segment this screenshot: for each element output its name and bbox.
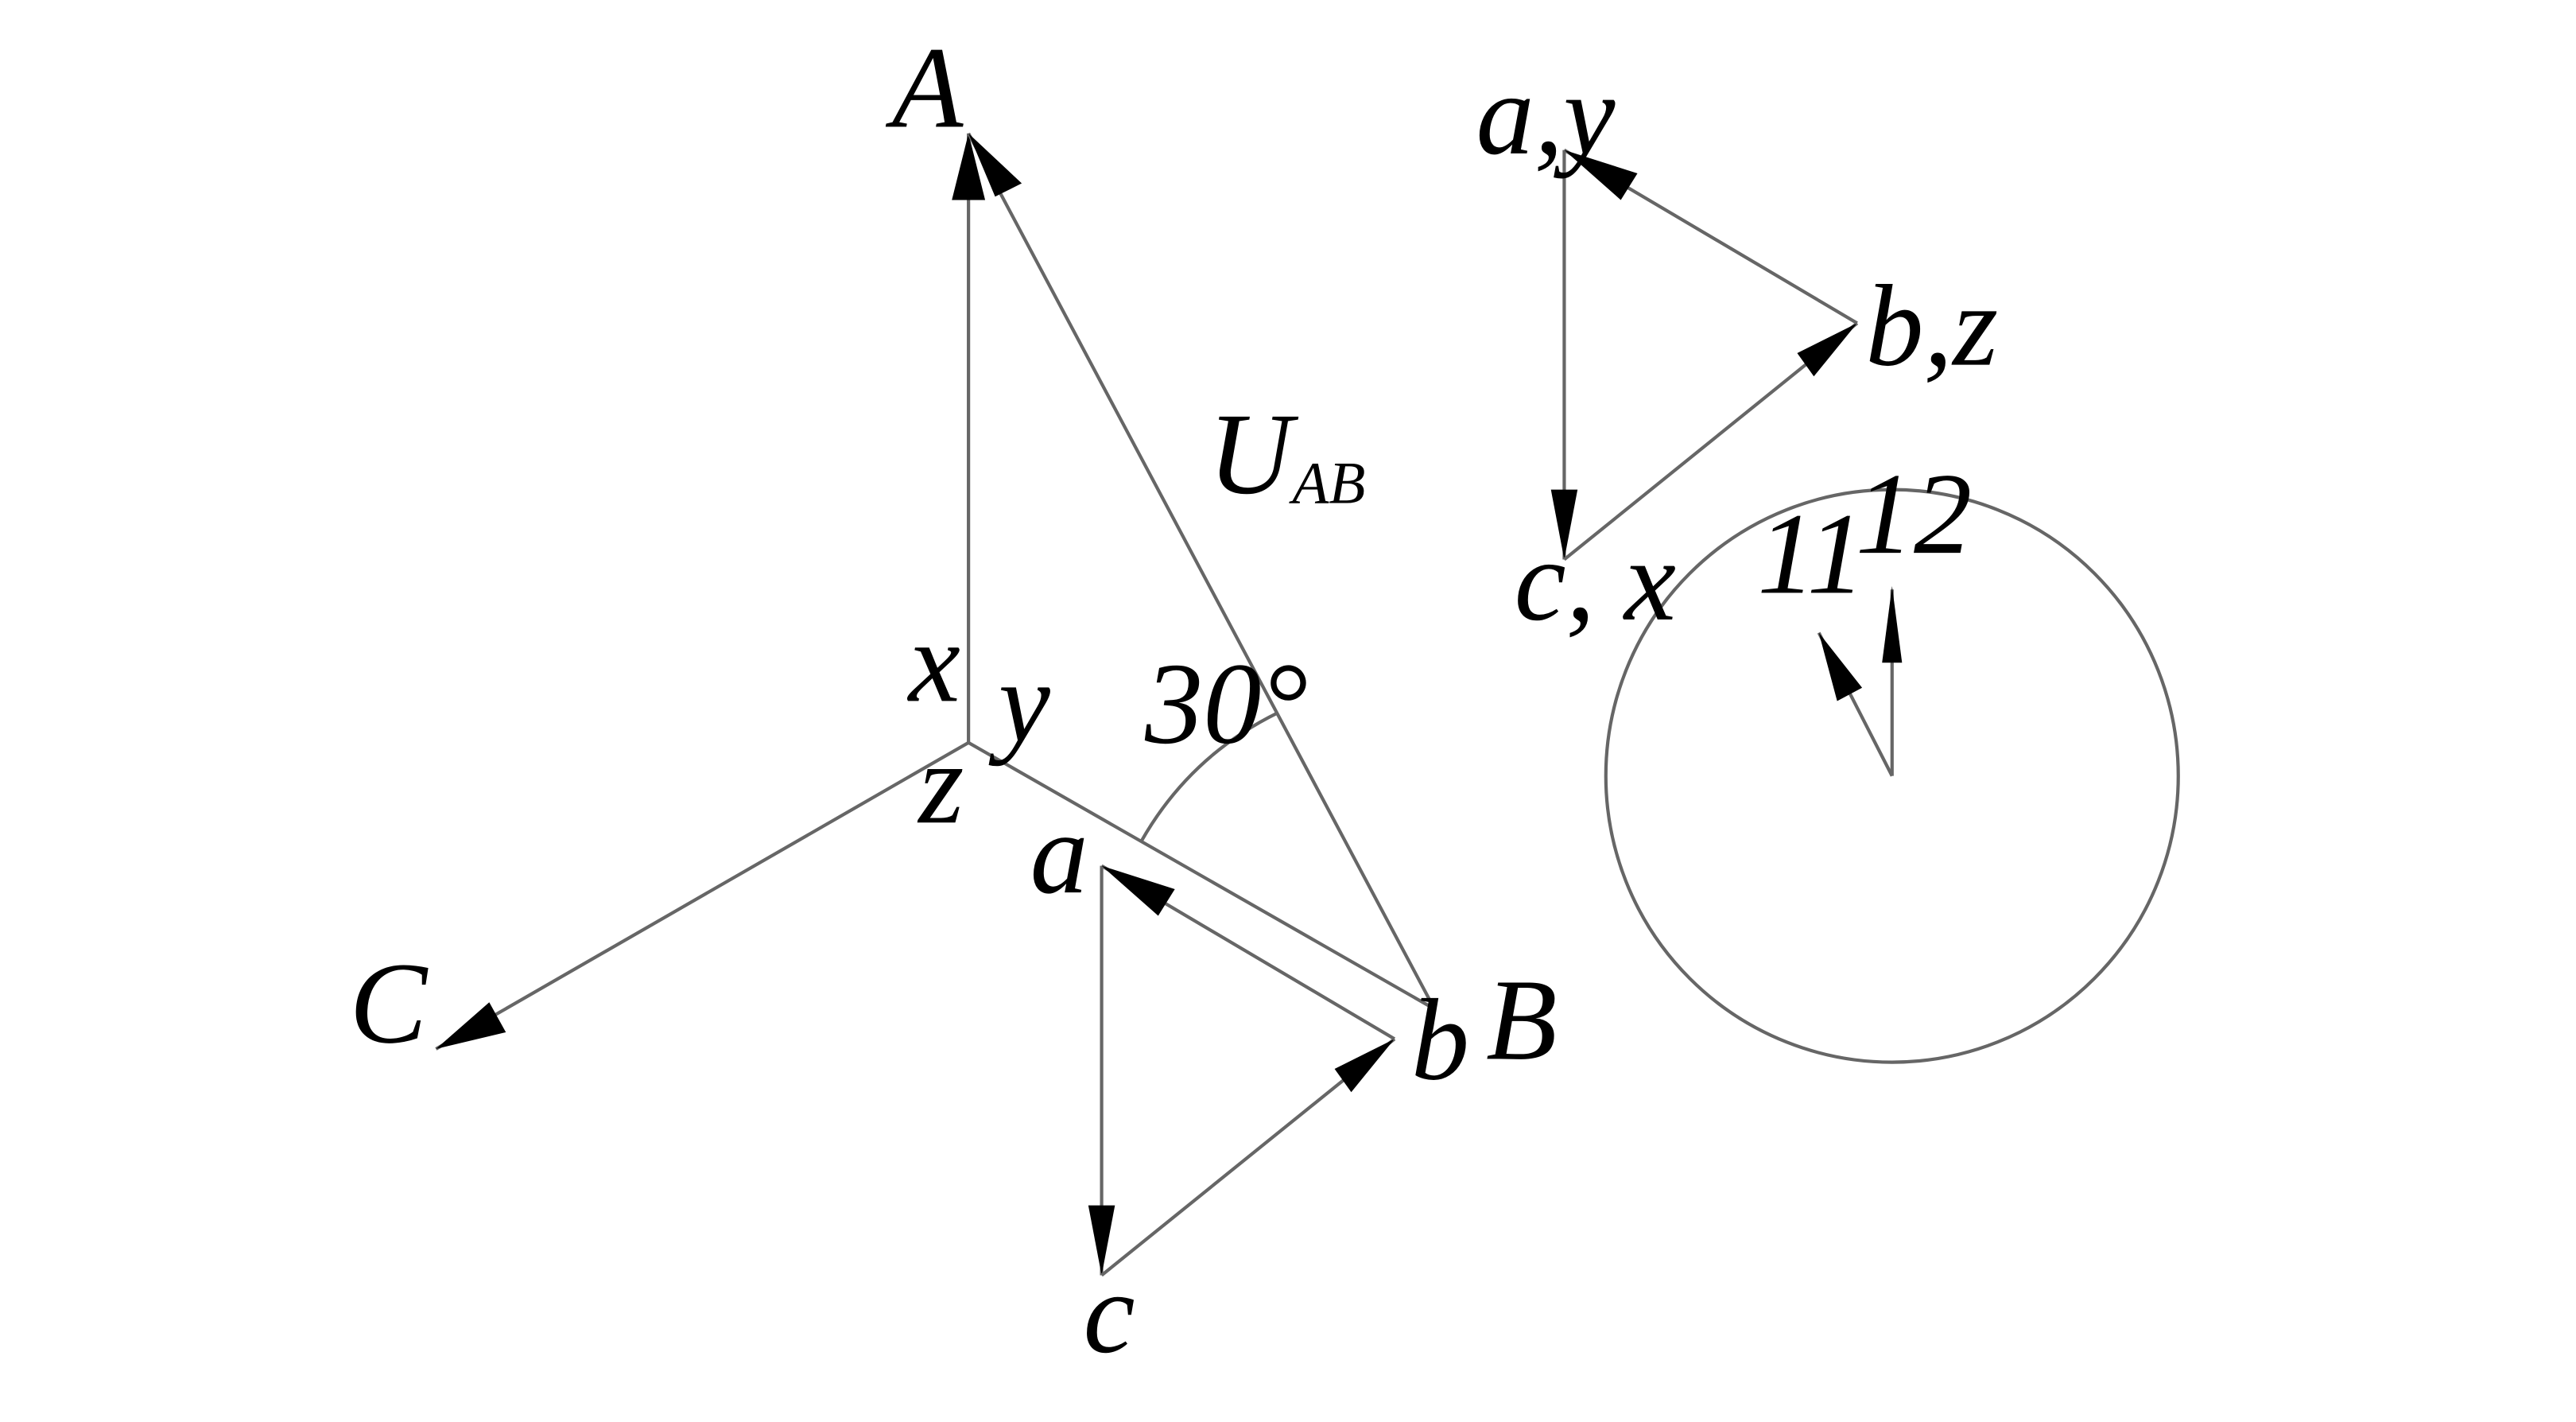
angle-arc-30 bbox=[1139, 711, 1279, 842]
label-c: c bbox=[1084, 1248, 1135, 1377]
label-b-z: b,z bbox=[1865, 261, 1998, 390]
clock-hand-11-arrowhead bbox=[1818, 632, 1863, 701]
phasor-ba-arrowhead bbox=[1101, 865, 1175, 916]
label-angle-30: 30° bbox=[1144, 639, 1308, 768]
secondary-triangle-upper bbox=[1550, 148, 1859, 561]
label-y: y bbox=[988, 637, 1051, 767]
secondary-triangle-lower bbox=[1088, 864, 1396, 1277]
phasor-c-arrowhead bbox=[436, 1002, 506, 1049]
phasor-c-line bbox=[435, 740, 970, 1051]
labels: A B C x y z UAB 30° a b c a,y b,z c, x 1… bbox=[350, 22, 1999, 1377]
label-B: B bbox=[1486, 954, 1557, 1084]
phasor-b-line bbox=[968, 740, 1436, 1011]
clock-face bbox=[1604, 488, 2180, 1064]
label-z: z bbox=[917, 718, 964, 848]
primary-star bbox=[435, 132, 1437, 1051]
label-x: x bbox=[907, 596, 960, 726]
phasor-cb-arrowhead bbox=[1334, 1039, 1395, 1093]
label-a-y: a,y bbox=[1476, 49, 1616, 179]
label-c-x: c, x bbox=[1515, 515, 1676, 645]
phasor-ca-arrowhead bbox=[1088, 1205, 1115, 1276]
label-a: a bbox=[1030, 788, 1088, 918]
label-C: C bbox=[350, 938, 429, 1068]
line-voltage-uab-line bbox=[967, 132, 1437, 1010]
label-A: A bbox=[885, 22, 964, 152]
label-b: b bbox=[1411, 975, 1469, 1105]
label-clock-12: 12 bbox=[1856, 449, 1972, 578]
phasor-bz-ay-arrowhead bbox=[1564, 150, 1638, 200]
line-voltage-uab-arrowhead bbox=[968, 133, 1022, 197]
clock-hand-12-arrowhead bbox=[1882, 586, 1903, 663]
label-U: U bbox=[1208, 389, 1299, 519]
label-clock-11: 11 bbox=[1757, 488, 1865, 618]
clock-circle bbox=[1604, 488, 2180, 1064]
phasor-ay-cx-arrowhead bbox=[1550, 489, 1578, 560]
phasor-cx-bz-arrowhead bbox=[1797, 323, 1857, 377]
label-U-subscript: AB bbox=[1288, 450, 1365, 516]
label-U-AB: UAB bbox=[1208, 389, 1366, 519]
phasor-a-arrowhead bbox=[952, 133, 986, 200]
